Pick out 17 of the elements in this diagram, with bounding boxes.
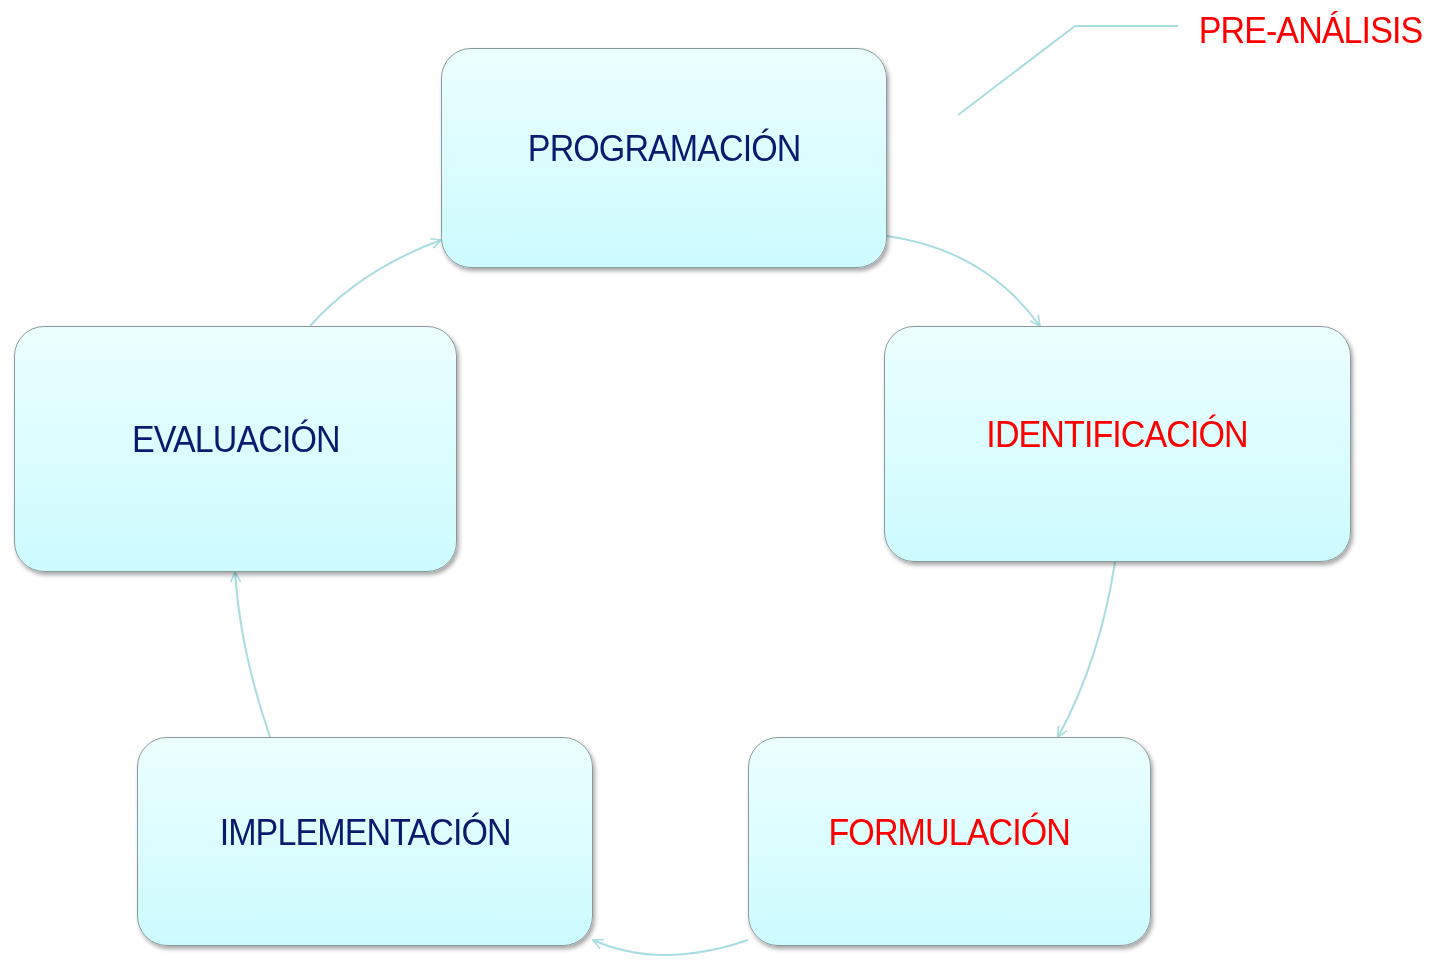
step-label: FORMULACIÓN xyxy=(828,811,1071,854)
process-box xyxy=(441,48,887,268)
arrow xyxy=(592,938,749,956)
step-label: IDENTIFICACIÓN xyxy=(986,414,1249,456)
step-label: IMPLEMENTACIÓN xyxy=(219,811,511,854)
arrow xyxy=(1057,561,1116,738)
process-box xyxy=(748,737,1151,946)
process-box xyxy=(137,737,593,946)
arrow xyxy=(230,571,271,738)
process-box xyxy=(884,326,1351,562)
leader-line xyxy=(957,25,1179,116)
process-box xyxy=(14,326,457,572)
annotation-text: PRE-ANÁLISIS xyxy=(1198,10,1423,52)
step-label: EVALUACIÓN xyxy=(131,419,340,461)
step-label: PROGRAMACIÓN xyxy=(527,128,801,170)
arrow xyxy=(309,238,442,327)
arrow xyxy=(886,235,1041,327)
